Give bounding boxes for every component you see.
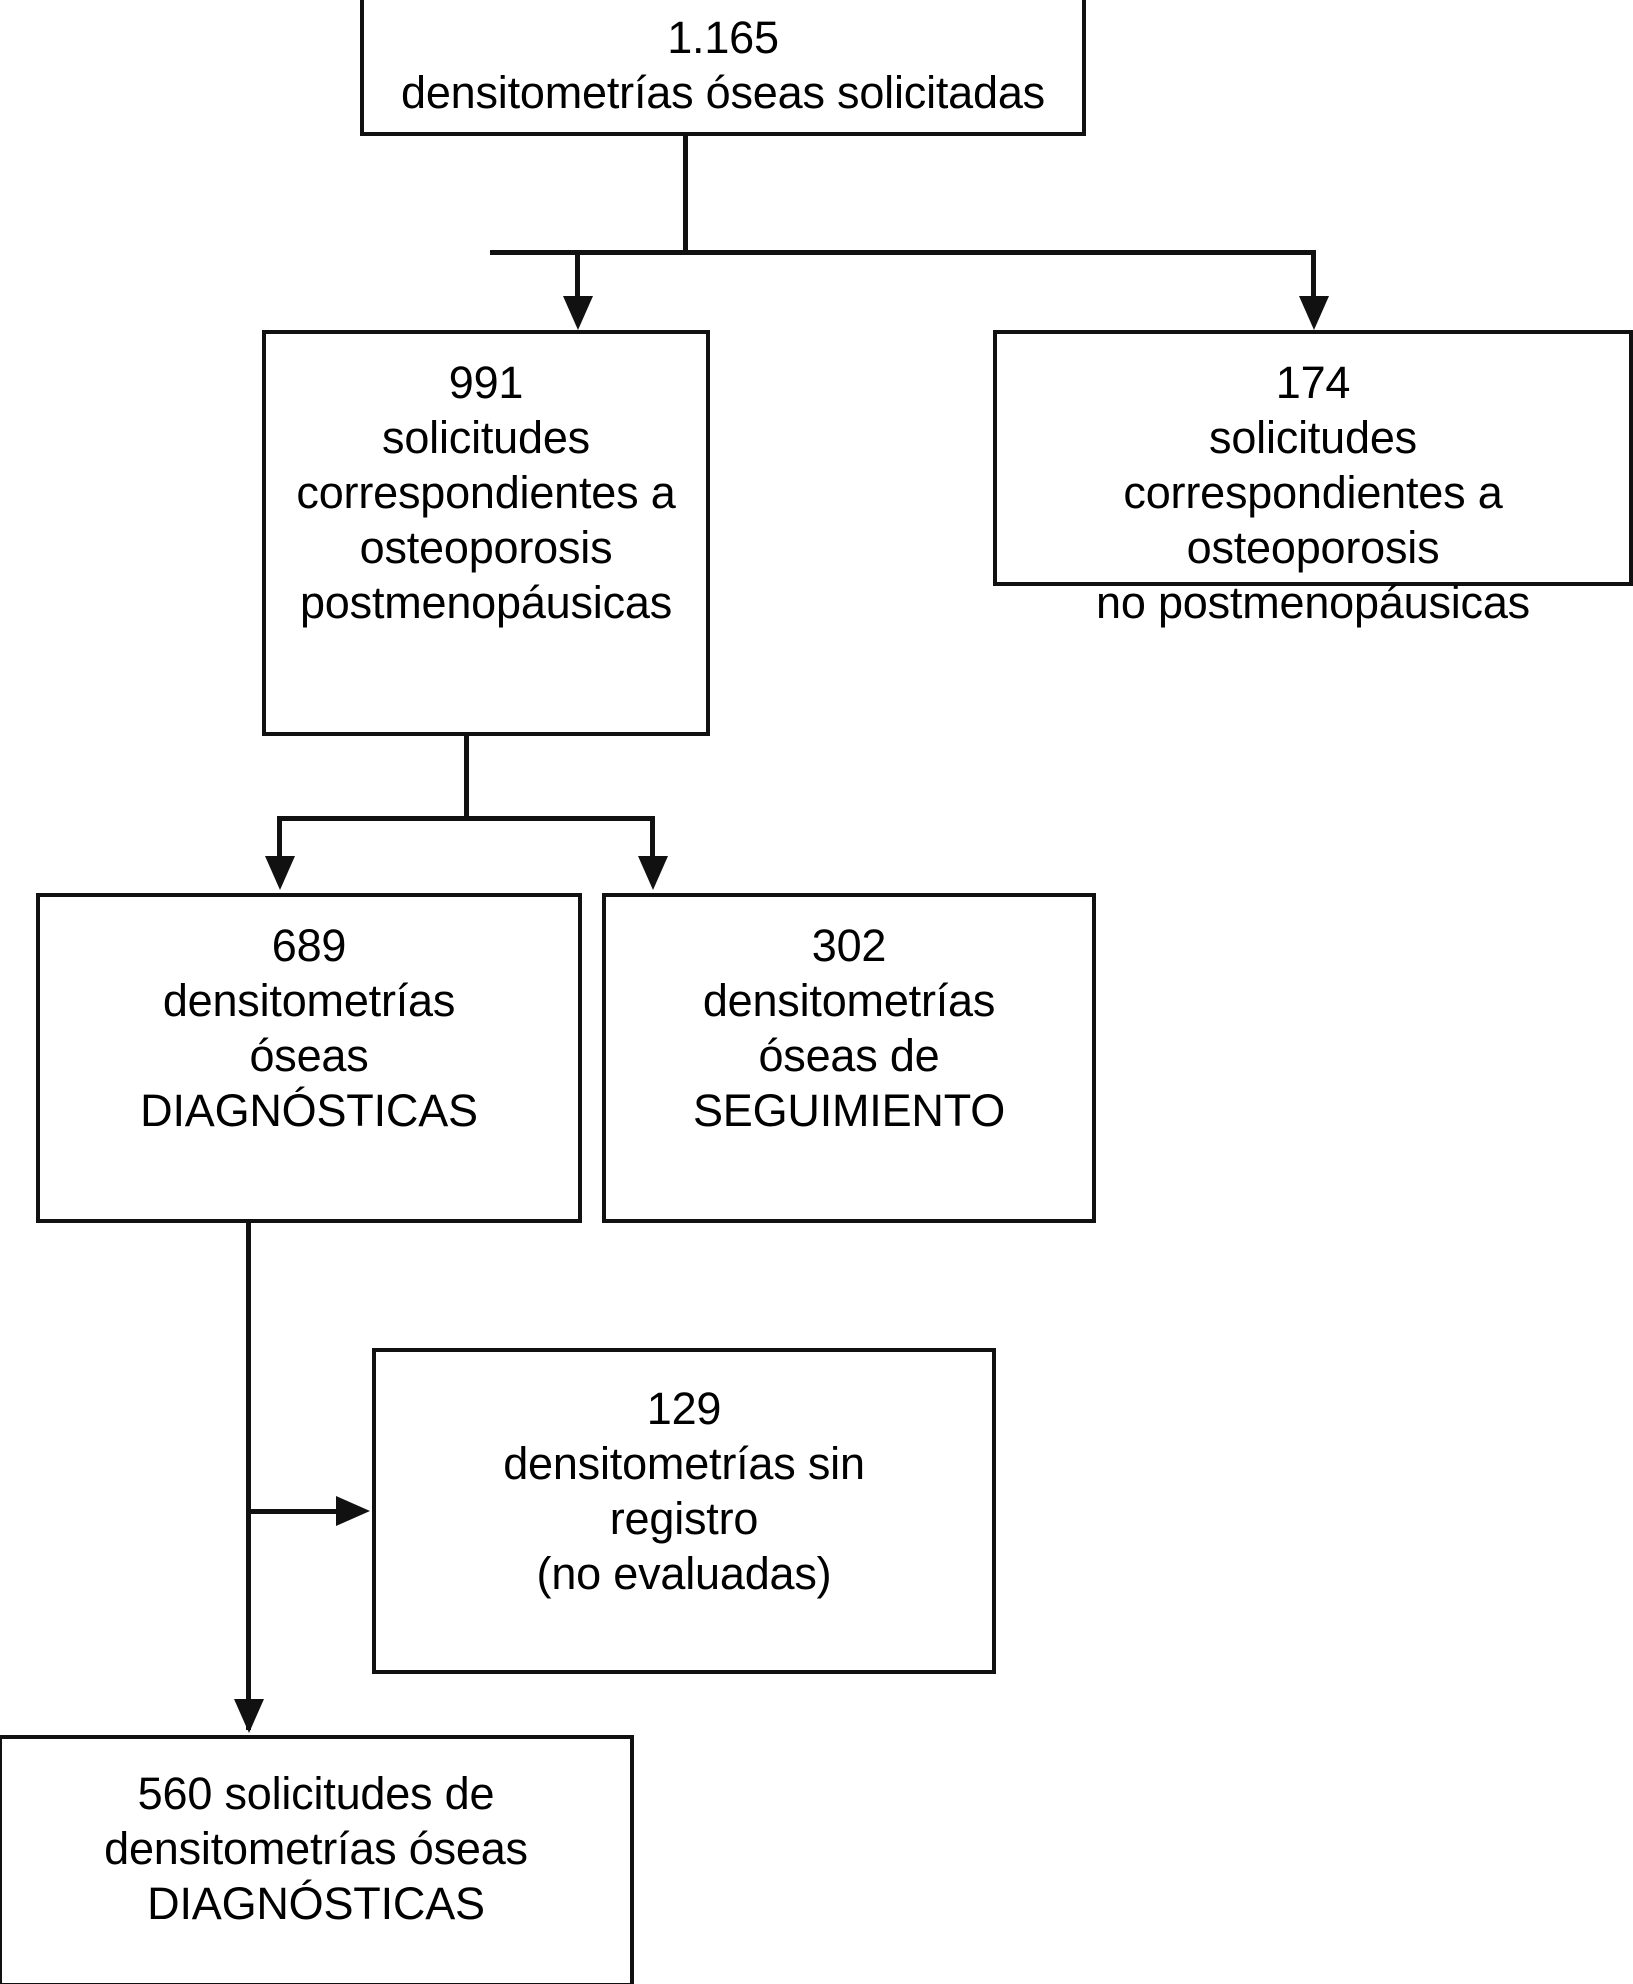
node-total-line-1: 1.165 — [667, 12, 779, 64]
arrowhead-diagnostic-to-final — [234, 1699, 264, 1733]
connector-total-to-nonpostmeno — [1311, 250, 1316, 300]
node-final-line-2: densitometrías óseas — [104, 1822, 528, 1874]
connector-postmeno-stem — [464, 736, 469, 820]
node-norecord-line-1: 129 — [646, 1383, 722, 1434]
connector-total-stem — [683, 136, 688, 254]
node-norecord-line-2: densitometrías sin — [503, 1437, 865, 1489]
node-total-line-2: densitometrías óseas solicitadas — [401, 67, 1045, 118]
node-diagnostic-line-4: DIAGNÓSTICAS — [140, 1084, 478, 1136]
node-postmenopausal-requests: 991 solicitudes correspondientes a osteo… — [262, 330, 710, 736]
arrowhead-postmeno-to-diagnostic — [265, 856, 295, 890]
node-norecord-line-4: (no evaluadas) — [536, 1547, 832, 1599]
node-total-requests: 1.165 densitometrías óseas solicitadas — [360, 0, 1086, 136]
node-nonpostmeno-line-1: 174 — [1275, 357, 1351, 408]
connector-postmeno-to-followup — [650, 816, 655, 860]
node-postmeno-line-1: 991 — [448, 357, 524, 408]
node-followup-densitometries: 302 densitometrías óseas de SEGUIMIENTO — [602, 893, 1096, 1223]
node-followup-line-3: óseas de — [758, 1029, 940, 1081]
arrowhead-diagnostic-to-norecord — [336, 1496, 370, 1526]
node-followup-line-4: SEGUIMIENTO — [692, 1084, 1005, 1136]
node-followup-line-2: densitometrías — [702, 974, 996, 1026]
node-diagnostic-line-1: 689 — [271, 920, 347, 971]
connector-total-crossbar — [490, 250, 1316, 255]
connector-total-to-postmeno — [575, 250, 580, 300]
node-nonpostmeno-line-2: solicitudes — [1209, 411, 1417, 463]
connector-diagnostic-stem — [246, 1222, 251, 1730]
node-postmeno-line-5: postmenopáusicas — [299, 576, 673, 628]
connector-diagnostic-to-norecord — [246, 1509, 338, 1514]
arrowhead-postmeno-to-followup — [638, 856, 668, 890]
node-followup-line-1: 302 — [811, 920, 887, 971]
node-diagnostic-line-3: óseas — [249, 1029, 369, 1081]
connector-postmeno-crossbar — [277, 816, 655, 821]
node-nonpostmeno-line-5: no postmenopáusicas — [1096, 576, 1530, 628]
node-diagnostic-densitometries: 689 densitometrías óseas DIAGNÓSTICAS — [36, 893, 582, 1223]
node-final-diagnostic-requests: 560 solicitudes de densitometrías óseas … — [0, 1735, 634, 1984]
arrowhead-total-to-nonpostmeno — [1299, 296, 1329, 330]
node-diagnostic-line-2: densitometrías — [162, 974, 456, 1026]
node-unrecorded-densitometries: 129 densitometrías sin registro (no eval… — [372, 1348, 996, 1674]
connector-postmeno-to-diagnostic — [277, 816, 282, 860]
node-nonpostmeno-line-4: osteoporosis — [1186, 521, 1440, 573]
node-final-line-3: DIAGNÓSTICAS — [147, 1877, 485, 1929]
node-norecord-line-3: registro — [609, 1492, 759, 1544]
node-postmeno-line-3: correspondientes a — [296, 466, 676, 518]
node-final-line-1: 560 solicitudes de — [137, 1768, 495, 1819]
node-nonpostmeno-line-3: correspondientes a — [1123, 466, 1503, 518]
node-postmeno-line-4: osteoporosis — [359, 521, 613, 573]
arrowhead-total-to-postmeno — [563, 296, 593, 330]
node-postmeno-line-2: solicitudes — [382, 411, 590, 463]
node-non-postmenopausal-requests: 174 solicitudes correspondientes a osteo… — [993, 330, 1633, 628]
